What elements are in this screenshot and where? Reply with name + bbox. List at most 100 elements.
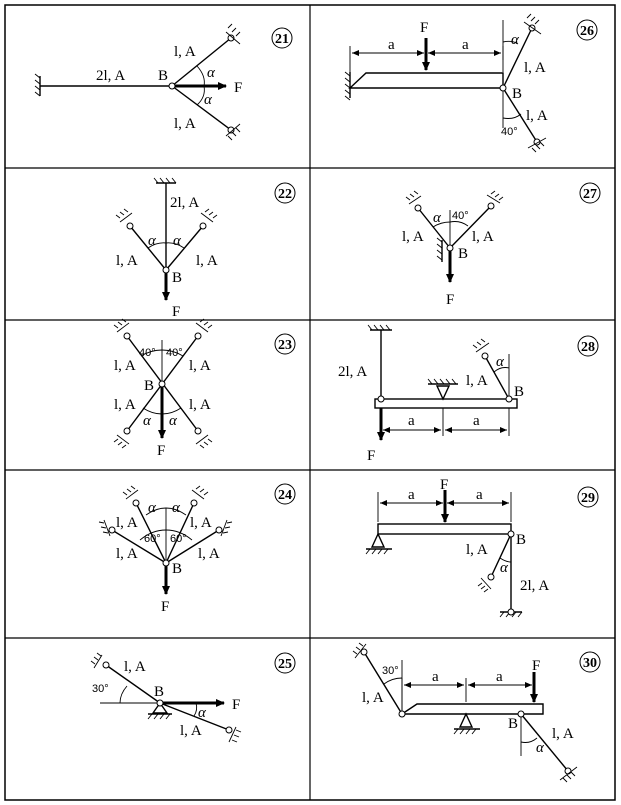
rod-label: l, A <box>116 546 138 562</box>
problem-number: 25 <box>274 652 296 674</box>
hinge-support-icon <box>559 766 578 783</box>
node-hinge <box>507 608 515 616</box>
angle-label: 40° <box>166 347 183 359</box>
force-label: F <box>157 443 165 459</box>
angle-arc <box>140 349 184 357</box>
angle-label: α <box>511 32 520 48</box>
problem-number: 24 <box>274 483 296 505</box>
rod-label: l, A <box>466 542 488 558</box>
node-hinge <box>156 699 164 707</box>
problem-number: 26 <box>576 19 598 41</box>
rod-label: 2l, A <box>170 195 199 211</box>
angle-label: α <box>500 560 509 576</box>
svg-text:24: 24 <box>278 488 292 503</box>
dimension-label: a <box>476 487 483 503</box>
angle-label: α <box>204 92 213 108</box>
rod-label: l, A <box>189 397 211 413</box>
hinge-support-icon <box>523 13 542 35</box>
hinge-support-icon <box>352 642 368 659</box>
hinge-support-icon <box>113 318 131 340</box>
problem-number: 27 <box>579 182 601 204</box>
angle-arc <box>502 113 522 119</box>
hinge-support-icon <box>405 190 422 212</box>
node-hinge <box>158 380 166 388</box>
angle-label: α <box>198 705 207 721</box>
node-hinge <box>517 710 525 718</box>
force-label: F <box>446 292 454 308</box>
rod-label: l, A <box>402 229 424 245</box>
angle-arc <box>502 40 519 45</box>
hinge-support-icon <box>122 485 140 507</box>
rod-label: 2l, A <box>96 68 125 84</box>
node-label: B <box>144 378 154 394</box>
table-grid <box>4 4 616 801</box>
angle-arc <box>196 65 205 87</box>
problem-21: 21 2l, A l, A l, A B F α α <box>34 23 293 141</box>
rod-lower <box>520 713 569 772</box>
angle-label: α <box>207 65 216 81</box>
angle-label: α <box>172 500 181 516</box>
problem-26: 26 a a F α 40° B l, A <box>344 13 598 153</box>
hinge-support-icon <box>113 427 131 449</box>
hinge-support-icon <box>225 123 241 141</box>
rod-label: l, A <box>116 253 138 269</box>
problem-28: 28 α B F a a 2l, A l, A <box>338 324 599 464</box>
problem-number: 21 <box>271 27 293 49</box>
force-label: F <box>161 599 169 615</box>
pin-support-icon <box>453 712 480 735</box>
angle-label: α <box>536 740 545 756</box>
hinge-support-icon <box>225 23 241 45</box>
dimension-label: a <box>473 413 480 429</box>
rod-label: l, A <box>466 373 488 389</box>
angle-arc <box>139 529 193 541</box>
rod-label: l, A <box>189 358 211 374</box>
angle-arc <box>119 685 128 704</box>
node-hinge <box>499 84 507 92</box>
node-hinge <box>507 530 515 538</box>
hinge-support-icon <box>90 652 110 669</box>
rod-label: l, A <box>174 116 196 132</box>
angle-label: 60° <box>144 533 161 545</box>
rod-label: l, A <box>552 726 574 742</box>
force-label: F <box>367 448 375 464</box>
hinge-support-icon <box>98 519 116 537</box>
dimension-label: a <box>496 669 503 685</box>
problem-23: 23 40° 40° α α B F l, A l, A <box>113 318 296 459</box>
wall-support-icon <box>34 73 41 97</box>
force-label: F <box>532 658 540 674</box>
rod-label: l, A <box>362 690 384 706</box>
svg-text:30: 30 <box>583 656 597 671</box>
problem-22: 22 α α B F 2l, A l, A l, A <box>115 177 296 320</box>
rod-label: l, A <box>190 515 212 531</box>
node-hinge <box>398 710 406 718</box>
rod-label: l, A <box>524 60 546 76</box>
node-label: B <box>172 561 182 577</box>
problem-25: 25 30° α B F l, A l, A <box>90 652 296 743</box>
node-label: B <box>158 68 168 84</box>
rod-label: 2l, A <box>338 364 367 380</box>
node-label: B <box>172 270 182 286</box>
angle-arc <box>520 737 538 743</box>
svg-text:21: 21 <box>275 32 289 47</box>
beam <box>399 703 544 715</box>
angle-label: 40° <box>139 347 156 359</box>
problem-30: 30 a a F 30° α B <box>352 642 601 783</box>
hinge-support-icon <box>225 726 242 743</box>
hinge-support-icon <box>190 485 209 507</box>
hinge-support-icon <box>194 427 213 449</box>
rod-upper <box>502 27 533 89</box>
rod-label: l, A <box>196 253 218 269</box>
rod-label: l, A <box>114 397 136 413</box>
svg-text:26: 26 <box>580 24 594 39</box>
force-label: F <box>234 80 242 96</box>
problem-27: 27 α 40° B F l, A l, A <box>402 182 601 308</box>
rod-inclined <box>484 355 510 400</box>
rod-label: 2l, A <box>520 578 549 594</box>
hinge-support-icon <box>115 208 134 230</box>
dimension-label: a <box>432 669 439 685</box>
dimension-label: a <box>408 487 415 503</box>
angle-label: α <box>148 500 157 516</box>
hinge-support-icon <box>472 338 490 360</box>
